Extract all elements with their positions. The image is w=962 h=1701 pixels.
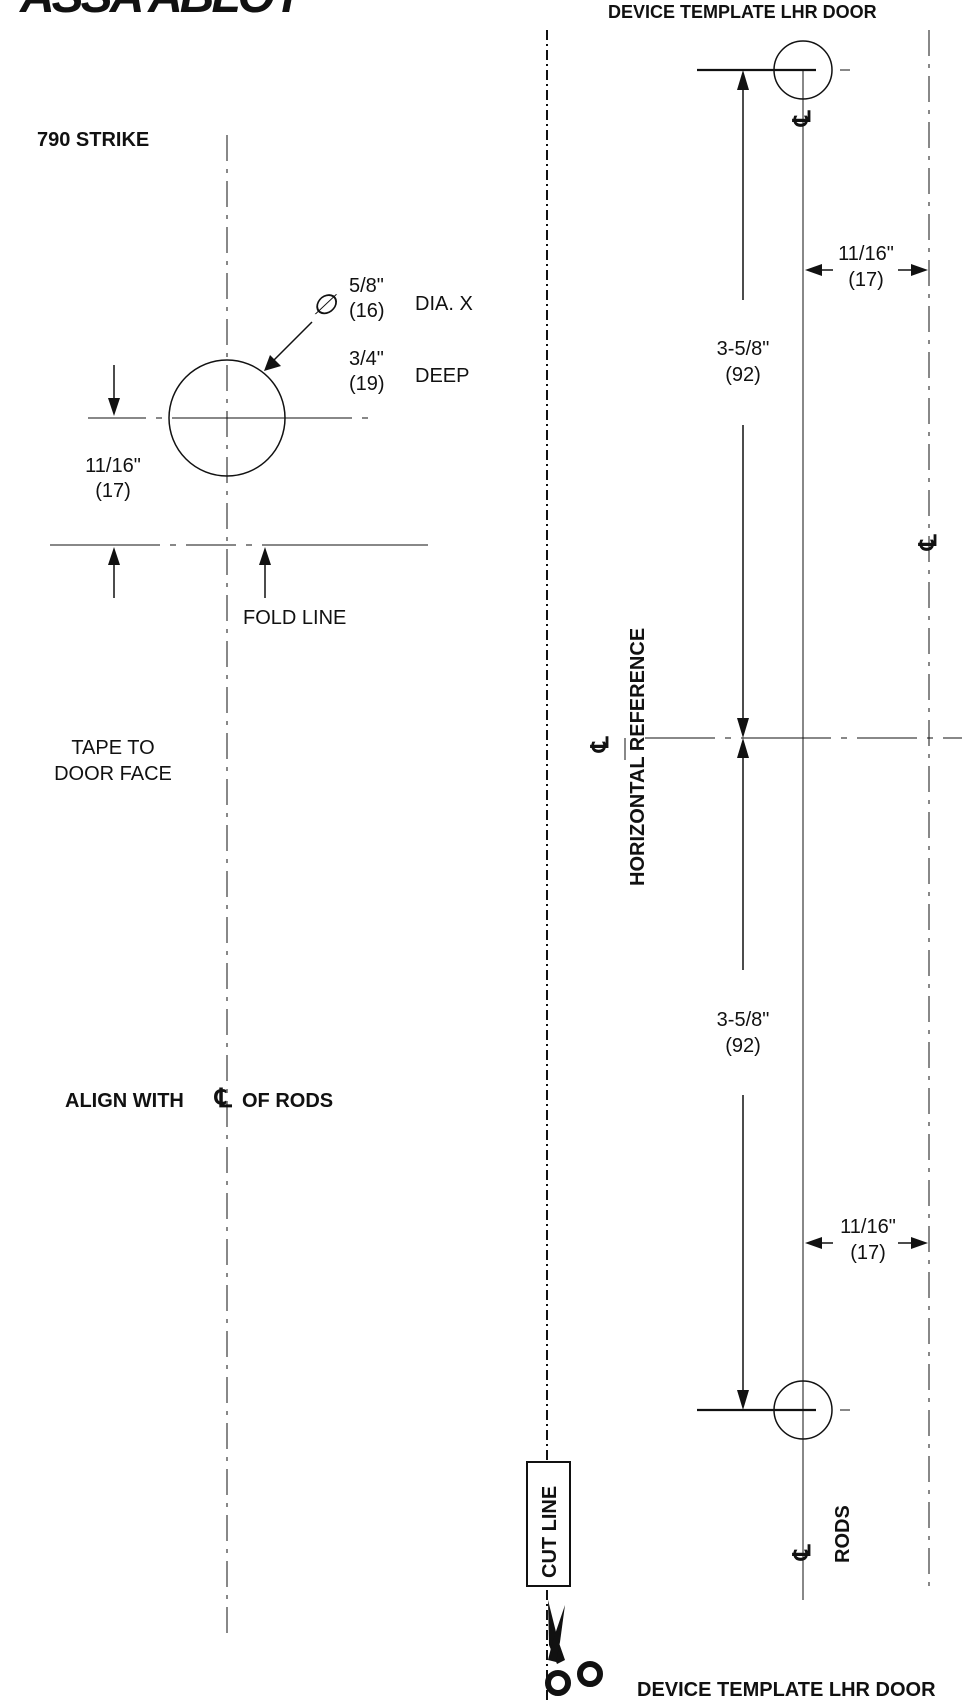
dim-top: 3-5/8" [717, 338, 770, 360]
dia-label: DIA. X [415, 293, 473, 315]
offset-bottom-arrow-left [805, 1237, 822, 1249]
strike-offset-mm: (17) [95, 480, 131, 502]
offset-top-arrow-left [805, 264, 822, 276]
dim-bottom-mm: (92) [725, 1035, 761, 1057]
dim-top-arrow-down [737, 718, 749, 738]
strike-offset: 11/16" [85, 455, 141, 477]
hole-diameter: 5/8" [349, 275, 384, 297]
offset-bottom-mm: (17) [850, 1242, 886, 1264]
tape-line2: DOOR FACE [54, 763, 172, 785]
rods-label: RODS [832, 1505, 854, 1563]
offset-bottom: 11/16" [840, 1216, 896, 1238]
dim-top-mm: (92) [725, 364, 761, 386]
dim-top-arrow-up [737, 70, 749, 90]
strike-title: 790 STRIKE [37, 129, 149, 151]
tape-line1: TAPE TO [71, 737, 154, 759]
hole-depth-mm: (19) [349, 373, 385, 395]
fold-line-label: FOLD LINE [243, 607, 346, 629]
offset-top: 11/16" [838, 243, 894, 265]
offset-bottom-arrow-right [911, 1237, 928, 1249]
hole-diameter-mm: (16) [349, 300, 385, 322]
dim-bottom-arrow-up [737, 738, 749, 758]
offset-arrow-bottom-head [108, 547, 120, 565]
scissors-icon [545, 1600, 603, 1696]
diameter-symbol: ∅ [312, 289, 338, 320]
horizontal-reference-centerline-symbol: ℄ [587, 736, 614, 753]
deep-label: DEEP [415, 365, 469, 387]
dim-bottom-arrow-down [737, 1390, 749, 1410]
footer-title: DEVICE TEMPLATE LHR DOOR [637, 1679, 936, 1701]
offset-arrow-top-head [108, 398, 120, 416]
header-title: DEVICE TEMPLATE LHR DOOR [608, 2, 877, 22]
right-edge-centerline-symbol: ℄ [915, 534, 942, 551]
brand-logo: ASSA ABLOY [19, 0, 308, 23]
align-suffix: OF RODS [242, 1090, 333, 1112]
fold-arrow-head [259, 547, 271, 565]
horizontal-reference-label: HORIZONTAL REFERENCE [627, 628, 649, 886]
dim-bottom: 3-5/8" [717, 1009, 770, 1031]
bottom-rod-centerline-symbol: ℄ [789, 1544, 816, 1561]
diameter-leader-arrowhead [264, 355, 281, 371]
align-centerline-symbol: ℄ [214, 1083, 233, 1113]
diameter-leader [271, 321, 313, 363]
cut-line-label: CUT LINE [539, 1486, 561, 1578]
top-rod-centerline-symbol: ℄ [789, 110, 816, 127]
offset-top-mm: (17) [848, 269, 884, 291]
align-prefix: ALIGN WITH [65, 1090, 184, 1112]
hole-depth: 3/4" [349, 348, 384, 370]
cut-line-box [526, 1461, 571, 1587]
offset-top-arrow-right [911, 264, 928, 276]
